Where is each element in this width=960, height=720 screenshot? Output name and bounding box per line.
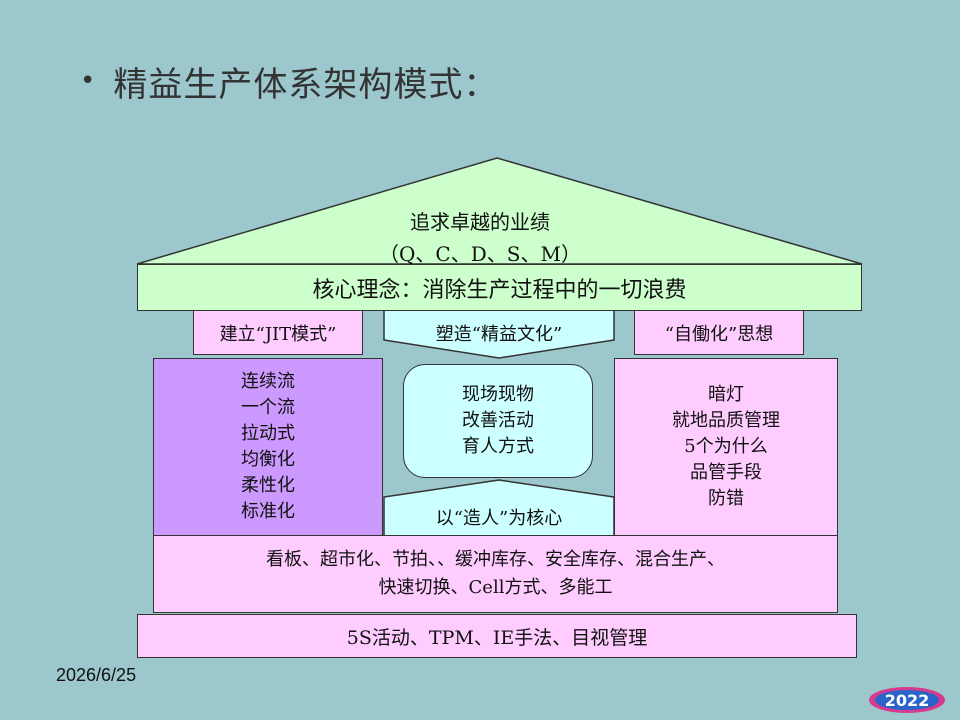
pillar-item: 拉动式 <box>241 423 295 444</box>
pillar-item: 暗灯 <box>708 384 744 405</box>
culture-label: 塑造“精益文化” <box>435 323 563 345</box>
jit-label: 建立“JIT模式” <box>193 310 363 355</box>
pillar-item: 标准化 <box>241 501 295 522</box>
tools-base: 看板、超市化、节拍、、缓冲库存、安全库存、混合生产、 快速切换、Cell方式、多… <box>153 535 838 613</box>
culture-core-box: 现场现物 改善活动 育人方式 <box>403 364 593 478</box>
slide-title: 精益生产体系架构模式： <box>113 64 499 105</box>
center-item: 育人方式 <box>462 436 534 457</box>
bullet: • <box>80 66 96 96</box>
jit-pillar: 连续流 一个流 拉动式 均衡化 柔性化 标准化 <box>153 358 383 536</box>
roof-text: 追求卓越的业绩 （Q、C、D、S、M） <box>300 206 660 270</box>
roof-line-1: 追求卓越的业绩 <box>410 210 550 234</box>
jidoka-label: “自働化”思想 <box>634 310 804 355</box>
pillar-item: 均衡化 <box>241 449 295 470</box>
pillar-item: 品管手段 <box>690 462 762 483</box>
people-label: 以“造人”为核心 <box>435 508 563 529</box>
pillar-item: 柔性化 <box>241 475 295 496</box>
core-concept-beam: 核心理念：消除生产过程中的一切浪费 <box>137 264 862 311</box>
pillar-item: 防错 <box>708 488 744 509</box>
logo-2022: 2022 <box>869 687 945 713</box>
pillar-item: 就地品质管理 <box>672 410 780 431</box>
tools-line-1: 看板、超市化、节拍、、缓冲库存、安全库存、混合生产、 <box>266 549 725 570</box>
tools-line-2: 快速切换、Cell方式、多能工 <box>378 577 613 598</box>
slide-date: 2026/6/25 <box>56 665 137 685</box>
title-row: • 精益生产体系架构模式： <box>80 56 498 106</box>
center-item: 现场现物 <box>462 384 534 405</box>
foundation-base: 5S活动、TPM、IE手法、目视管理 <box>137 614 857 658</box>
center-item: 改善活动 <box>462 410 534 431</box>
jidoka-pillar: 暗灯 就地品质管理 5个为什么 品管手段 防错 <box>614 358 838 536</box>
svg-text:2022: 2022 <box>885 691 930 710</box>
roof-line-2: （Q、C、D、S、M） <box>379 242 581 266</box>
pillar-item: 一个流 <box>241 397 295 418</box>
pillar-item: 连续流 <box>241 371 295 392</box>
pillar-item: 5个为什么 <box>684 436 768 457</box>
